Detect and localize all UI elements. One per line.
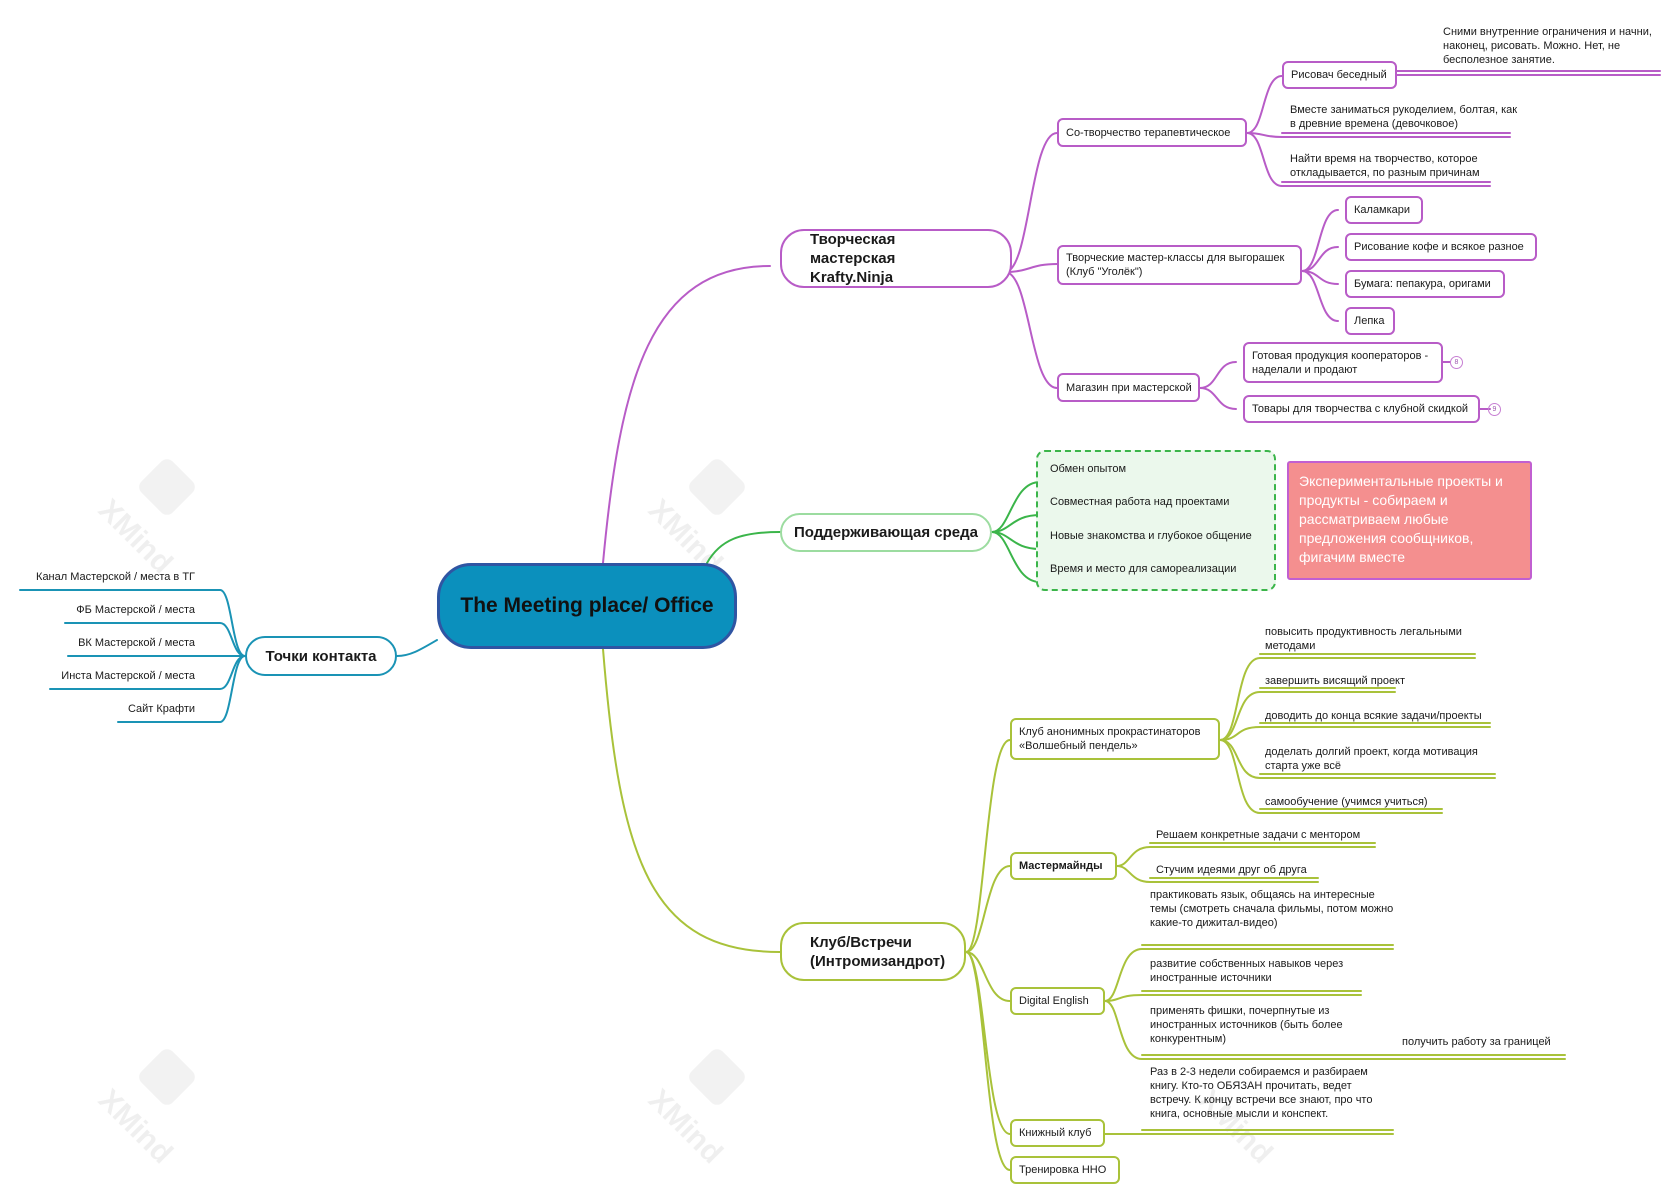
topic-coffee-drawing-label: Рисование кофе и всякое разное xyxy=(1354,241,1524,253)
xmind-watermark-icon xyxy=(135,1045,199,1109)
topic-ready-products-label: Готовая продукция кооператоров - наделал… xyxy=(1252,349,1429,376)
book-club-note: Раз в 2-3 недели собираемся и разбираем … xyxy=(1150,1066,1373,1120)
topic-modeling[interactable]: Лепка xyxy=(1345,307,1395,335)
contact-item-facebook: ФБ Мастерской / места xyxy=(76,604,195,616)
topic-kalamkari[interactable]: Каламкари xyxy=(1345,196,1423,224)
topic-contacts[interactable]: Точки контакта xyxy=(245,636,397,676)
topic-club-discount-goods-label: Товары для творчества с клубной скидкой xyxy=(1252,403,1469,415)
topic-find-time: Найти время на творчество, которое откла… xyxy=(1290,153,1480,179)
mastermind-item-mentor: Решаем конкретные задачи с ментором xyxy=(1156,829,1361,841)
experimental-projects-callout[interactable]: Экспериментальные проекты и продукты - с… xyxy=(1287,461,1532,580)
topic-support-label: Поддерживающая среда xyxy=(794,524,978,541)
topic-risovach-label: Рисовач беседный xyxy=(1291,69,1387,81)
topic-workshop[interactable]: Творческая мастерская Krafty.Ninja xyxy=(780,229,1012,288)
topic-workshop-label: Творческая мастерская Krafty.Ninja xyxy=(810,231,896,286)
topic-ready-products[interactable]: Готовая продукция кооператоров - наделал… xyxy=(1243,342,1443,383)
support-item-self-realization: Время и место для самореализации xyxy=(1050,563,1237,575)
topic-book-club[interactable]: Книжный клуб xyxy=(1010,1119,1105,1147)
contact-item-telegram: Канал Мастерской / места в ТГ xyxy=(36,571,195,583)
xmind-watermark-icon xyxy=(685,1045,749,1109)
topic-cotherapy-label: Со-творчество терапевтическое xyxy=(1066,126,1231,139)
procrast-item-productivity: повысить продуктивность легальными метод… xyxy=(1265,626,1462,652)
central-topic[interactable]: The Meeting place/ Office xyxy=(437,563,737,649)
topic-shop[interactable]: Магазин при мастерской xyxy=(1057,373,1200,402)
xmind-watermark-icon xyxy=(135,455,199,519)
xmind-watermark-icon xyxy=(685,455,749,519)
support-item-experience: Обмен опытом xyxy=(1050,463,1127,475)
procrast-item-finish-tasks: доводить до конца всякие задачи/проекты xyxy=(1265,710,1482,722)
topic-digital-english[interactable]: Digital English xyxy=(1010,987,1105,1015)
contact-item-site: Сайт Крафти xyxy=(127,703,195,715)
topic-procrastinators[interactable]: Клуб анонимных прокрастинаторов «Волшебн… xyxy=(1010,718,1220,760)
procrast-item-long-project: доделать долгий проект, когда мотивация … xyxy=(1265,746,1478,772)
procrast-item-self-learning: самообучение (учимся учиться) xyxy=(1265,796,1428,808)
topic-modeling-label: Лепка xyxy=(1354,315,1385,327)
english-item-own-skills: развитие собственных навыков через иност… xyxy=(1150,958,1344,984)
topic-club-label: Клуб/Встречи (Интромизандрот) xyxy=(810,933,946,970)
topic-contacts-label: Точки контакта xyxy=(265,647,377,665)
topic-support[interactable]: Поддерживающая среда xyxy=(780,513,992,552)
topic-nno-training[interactable]: Тренировка ННО xyxy=(1010,1156,1120,1184)
procrast-item-finish-project: завершить висящий проект xyxy=(1265,675,1406,687)
topic-paper[interactable]: Бумага: пепакура, оригами xyxy=(1345,270,1505,298)
topic-shop-label: Магазин при мастерской xyxy=(1066,381,1192,394)
support-item-joint-projects: Совместная работа над проектами xyxy=(1050,496,1230,508)
ready-products-count-badge[interactable]: 8 xyxy=(1450,356,1463,369)
mastermind-item-ideas: Стучим идеями друг об друга xyxy=(1156,864,1307,876)
english-item-practice: практиковать язык, общаясь на интересные… xyxy=(1150,889,1394,929)
topic-risovach[interactable]: Рисовач беседный xyxy=(1282,61,1397,89)
topic-masterminds[interactable]: Мастермайнды xyxy=(1010,852,1117,880)
risovach-note: Сними внутренние ограничения и начни, на… xyxy=(1443,26,1652,66)
topic-coffee-drawing[interactable]: Рисование кофе и всякое разное xyxy=(1345,233,1537,261)
support-summary-boundary xyxy=(1036,450,1276,591)
topic-nno-training-label: Тренировка ННО xyxy=(1019,1164,1107,1176)
central-topic-label: The Meeting place/ Office xyxy=(460,594,714,617)
english-item-apply-tricks: применять фишки, почерпнутые из иностран… xyxy=(1150,1005,1343,1045)
topic-paper-label: Бумага: пепакура, оригами xyxy=(1354,278,1491,290)
topic-club-discount-goods[interactable]: Товары для творчества с клубной скидкой xyxy=(1243,395,1480,423)
contact-item-instagram: Инста Мастерской / места xyxy=(61,670,195,682)
topic-cotherapy[interactable]: Со-творчество терапевтическое xyxy=(1057,118,1247,147)
topic-masterclasses[interactable]: Творческие мастер-классы для выгорашек (… xyxy=(1057,245,1302,285)
topic-masterminds-label: Мастермайнды xyxy=(1019,860,1103,872)
support-item-new-acquaintances: Новые знакомства и глубокое общение xyxy=(1050,530,1252,542)
topic-masterclasses-label: Творческие мастер-классы для выгорашек (… xyxy=(1066,252,1285,278)
topic-digital-english-label: Digital English xyxy=(1019,995,1089,1007)
english-item-work-abroad: получить работу за границей xyxy=(1402,1036,1551,1048)
topic-kalamkari-label: Каламкари xyxy=(1354,204,1411,216)
topic-procrastinators-label: Клуб анонимных прокрастинаторов «Волшебн… xyxy=(1019,726,1201,752)
topic-together: Вместе заниматься рукоделием, болтая, ка… xyxy=(1290,104,1518,130)
contact-item-vk: ВК Мастерской / места xyxy=(78,637,195,649)
club-discount-goods-count-badge[interactable]: 9 xyxy=(1488,403,1501,416)
topic-book-club-label: Книжный клуб xyxy=(1019,1127,1092,1139)
topic-club[interactable]: Клуб/Встречи (Интромизандрот) xyxy=(780,922,966,981)
